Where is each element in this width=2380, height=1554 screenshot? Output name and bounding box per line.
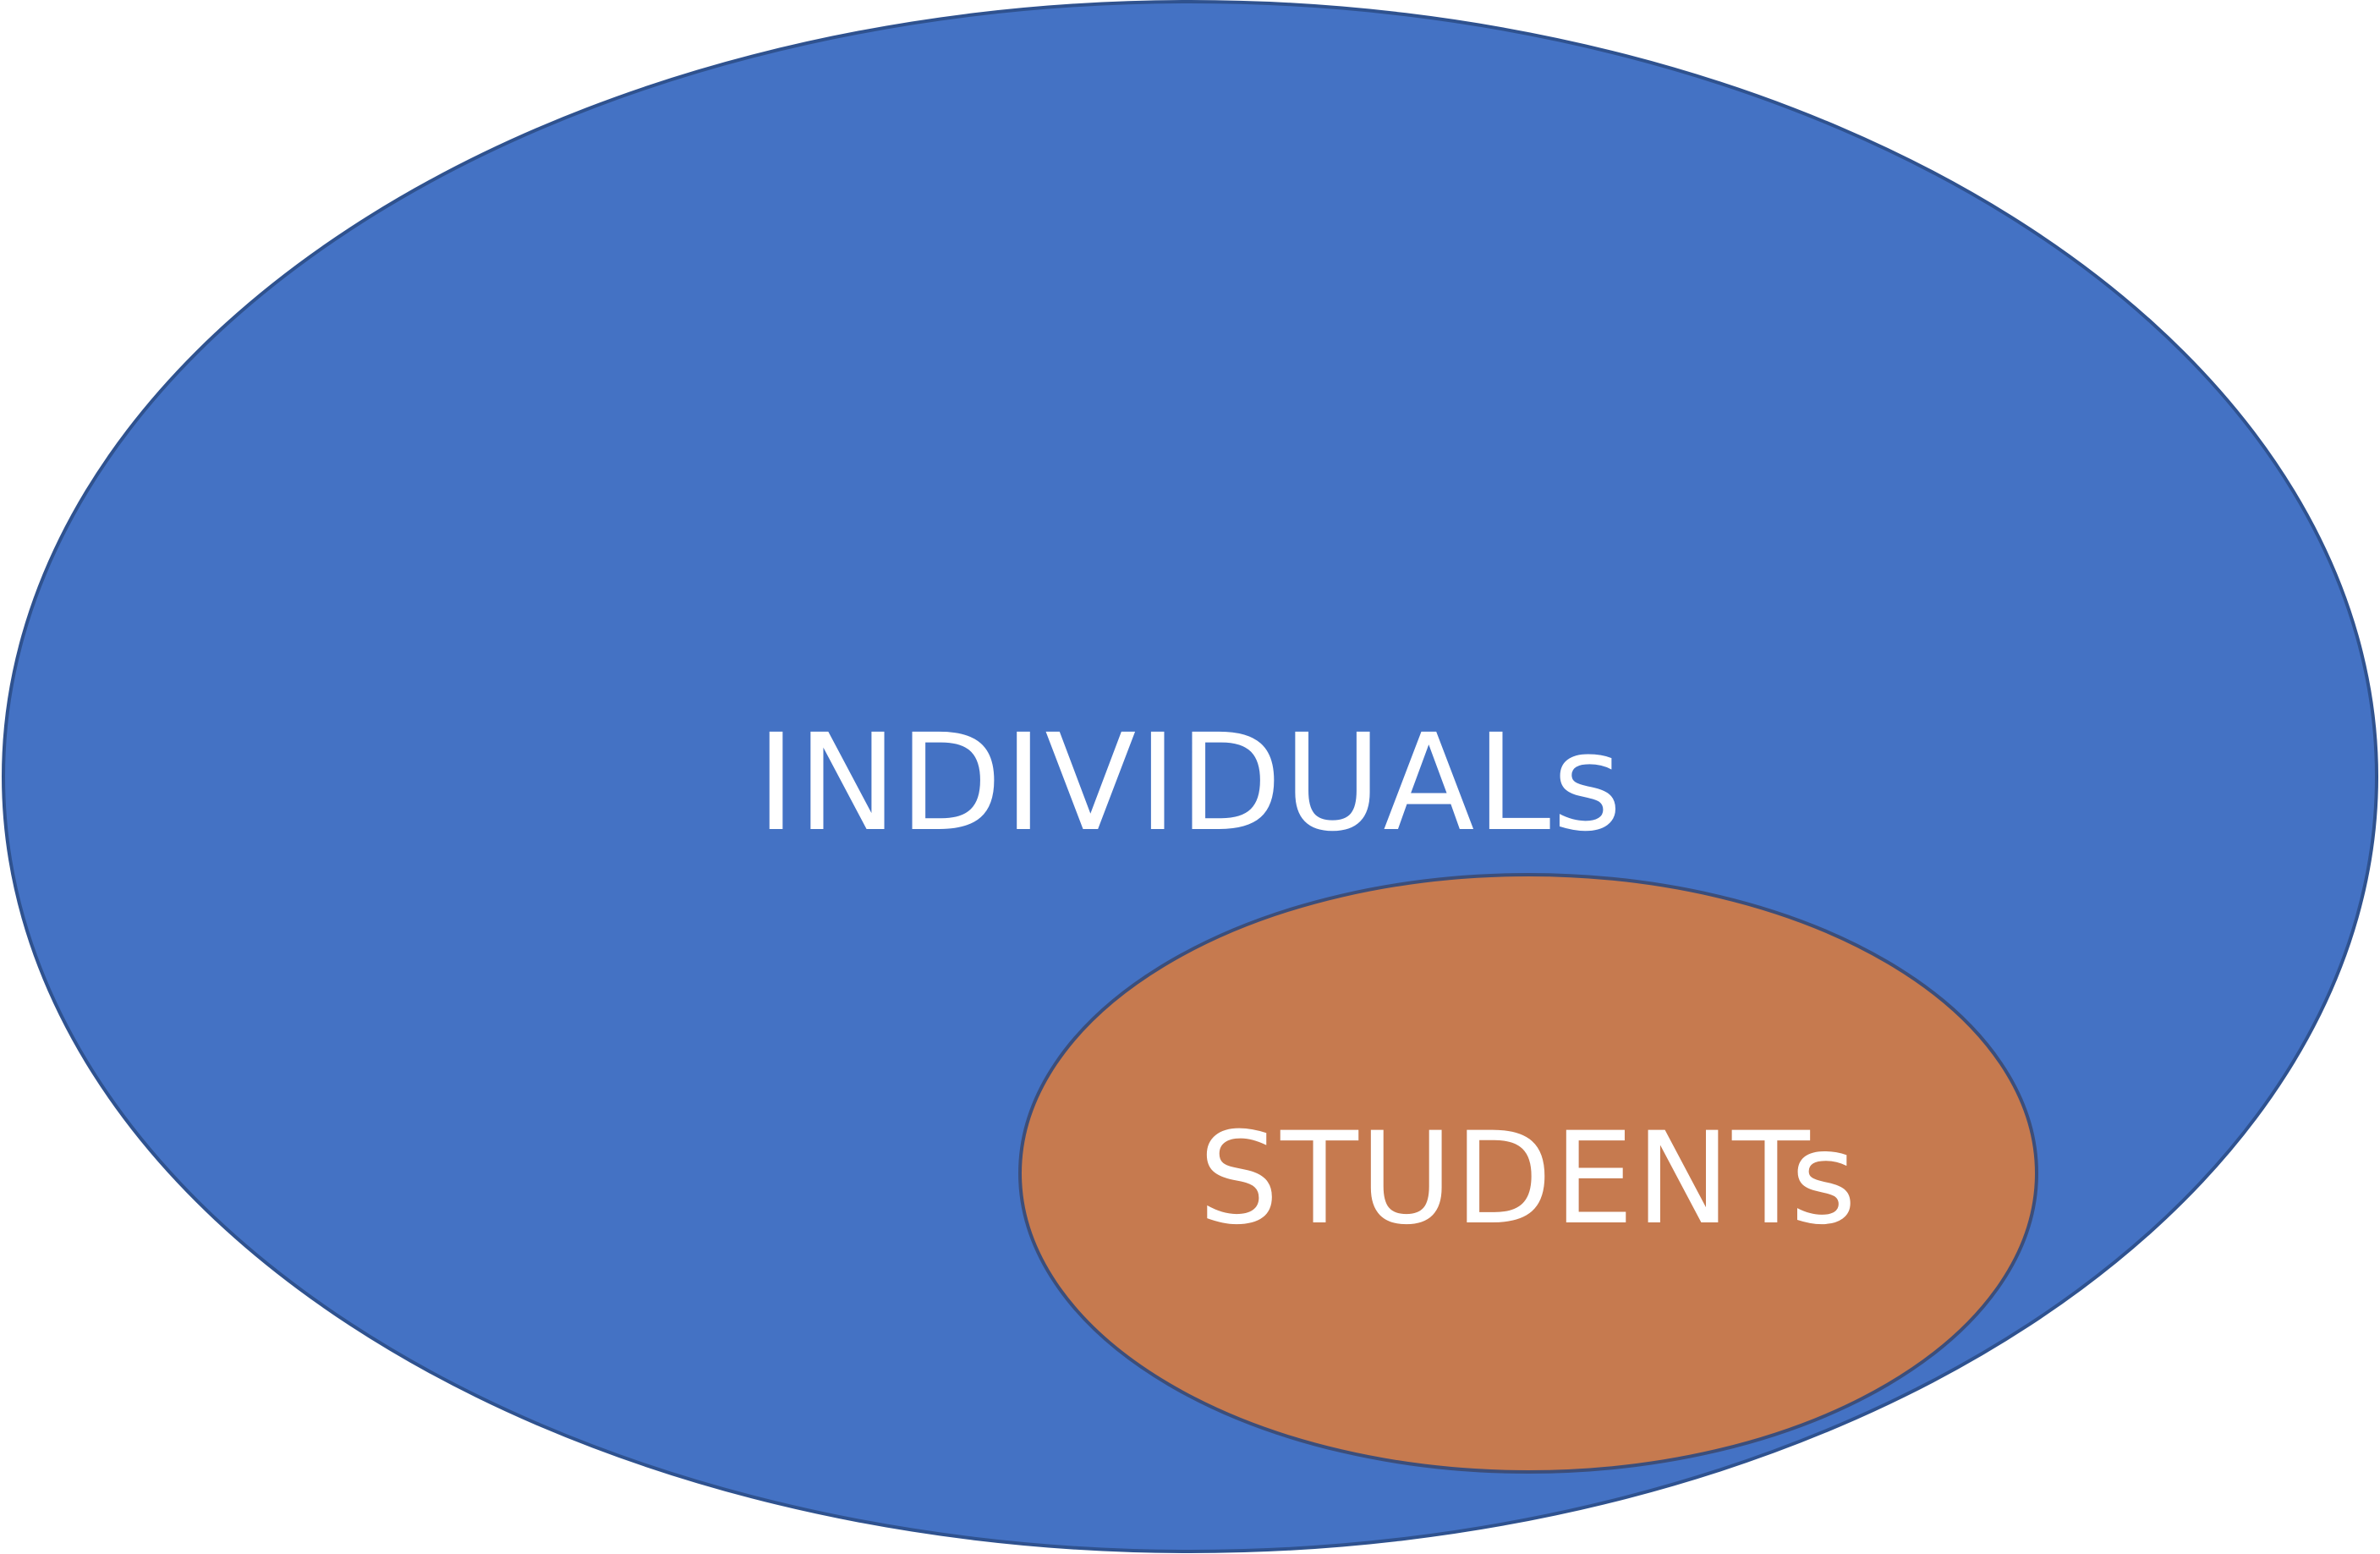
students-label: STUDENTs xyxy=(1198,1106,1858,1253)
students-ellipse xyxy=(1018,873,2038,1474)
individuals-label: INDIVIDUALs xyxy=(756,706,1623,861)
